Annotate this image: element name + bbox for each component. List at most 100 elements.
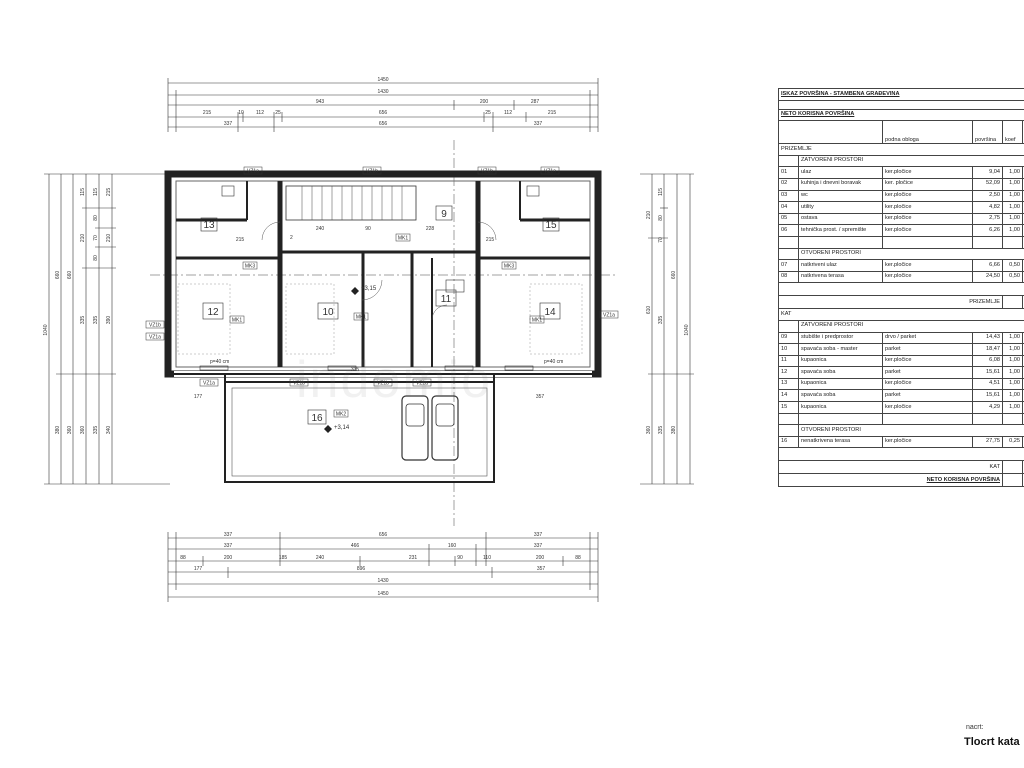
dim-bot-1430: 1430 (377, 578, 388, 584)
dim-bot-200a: 200 (224, 555, 233, 561)
dim-top-112a: 112 (256, 110, 264, 116)
row-name: ulaz (798, 166, 883, 179)
table-row: 11 kupaonica ker.pločice 6,08 1,00 (778, 354, 1024, 368)
row-floor: ker.pločice (882, 354, 973, 368)
area-schedule-table: ISKAZ POVRŠINA - STAMBENA GRAĐEVINA NETO… (777, 88, 1024, 488)
ground-total-label: PRIZEMLJE (778, 295, 1003, 310)
dim-sill-right: p=40 cm (544, 359, 563, 365)
dim-right-115: 115 (658, 188, 664, 196)
dim-left-380: 380 (55, 426, 61, 435)
table-row: 03 wc ker.pločice 2,50 1,00 (778, 189, 1024, 203)
row-floor: parket (882, 389, 973, 403)
door-tag: VZ1b (366, 169, 378, 175)
dim-top-215a: 215 (203, 110, 212, 116)
element-tags: VZ1a VZ1b VZ1b VZ1a VZ1b VZ1a VZ1a VZ1a … (149, 169, 615, 418)
room-numbers: 9 10 11 12 13 14 15 16 (200, 205, 561, 425)
dim-top-656a: 656 (379, 110, 388, 116)
row-name: spavaća soba (798, 366, 883, 379)
row-area: 4,29 (972, 401, 1003, 414)
row-name: spavaća soba (798, 389, 883, 403)
dim-top-656b: 656 (379, 121, 388, 127)
row-no: 04 (778, 201, 799, 214)
row-name: spavaća soba - master (798, 343, 883, 356)
small-dimensions: 215 240 90 228 215 335 177 357 p=40 cm p… (194, 226, 564, 400)
subsection-open: OTVORENI PROSTORI (797, 247, 1024, 261)
column-headers: podna obloga površina koef (778, 120, 1024, 145)
row-koef: 1,00 (1002, 343, 1023, 356)
row-floor: parket (882, 366, 973, 379)
mk2-tag: MK2 (336, 412, 347, 418)
dim-left-80a: 80 (93, 215, 99, 221)
row-koef: 1,00 (1002, 189, 1023, 203)
table-row: 01 ulaz ker.pločice 9,04 1,00 (778, 166, 1024, 179)
row-no: 05 (778, 212, 799, 226)
dim-bot-896: 896 (357, 566, 366, 572)
door-tag: VZ1b (481, 169, 493, 175)
row-koef: 0,25 (1002, 435, 1023, 449)
dim-top-1450: 1450 (377, 77, 388, 83)
dim-right-80: 80 (658, 215, 664, 221)
room-13-label: 13 (203, 220, 215, 231)
table-row: 13 kupaonica ker.pločice 4,51 1,00 (778, 377, 1024, 391)
table-row: 02 kuhinja i dnevni boravak ker. pločice… (778, 177, 1024, 191)
row-koef: 0,50 (1002, 270, 1023, 284)
dim-right-660: 660 (671, 271, 677, 280)
row-floor: drvo / parket (882, 331, 973, 345)
mk1-tag: MK1 (532, 318, 543, 324)
dim-bot-90: 90 (457, 555, 463, 561)
door-tag: VZ1b (377, 381, 389, 387)
dim-bot-88b: 88 (575, 555, 581, 561)
window-tag: VZ1a (544, 169, 556, 175)
dim-small-357: 357 (536, 394, 545, 400)
row-name: kupaonica (798, 401, 883, 414)
level-mark-terrace: +3,14 (334, 425, 350, 431)
dim-left-360a: 360 (67, 426, 73, 435)
dim-left-340: 340 (106, 426, 112, 435)
dim-left-115b: 115 (93, 188, 99, 196)
col-header-area: površina (972, 120, 1003, 145)
window-tag: VZ1a (203, 381, 215, 387)
dim-top-287: 287 (531, 99, 540, 105)
level-mark-upper: +3,15 (361, 286, 377, 292)
dim-top-1430: 1430 (377, 89, 388, 95)
row-koef: 1,00 (1002, 331, 1023, 345)
row-floor: ker.pločice (882, 224, 973, 237)
dim-bot-337c: 337 (224, 543, 233, 549)
row-no: 13 (778, 377, 799, 391)
window-tag: VZ1a (247, 169, 259, 175)
dim-small-228: 228 (426, 226, 435, 232)
row-floor: ker.pločice (882, 401, 973, 414)
dim-small-215a: 215 (236, 237, 245, 243)
dim-small-240: 240 (316, 226, 325, 232)
bottom-dimension-labels: 337 656 337 337 466 160 337 88 200 185 2… (180, 532, 581, 597)
table-title: ISKAZ POVRŠINA - STAMBENA GRAĐEVINA (777, 88, 1024, 101)
dim-left-360b: 360 (80, 426, 86, 435)
dim-left-660a: 660 (55, 271, 61, 280)
table-row: 10 spavaća soba - master parket 18,47 1,… (778, 343, 1024, 356)
dim-right-335a: 335 (658, 316, 664, 325)
row-koef: 1,00 (1002, 401, 1023, 414)
row-floor: ker.pločice (882, 435, 973, 449)
row-koef: 1,00 (1002, 377, 1023, 391)
row-name: stubište i predprostor (798, 331, 883, 345)
table-row: 07 natkriveni ulaz ker.pločice 6,66 0,50 (778, 259, 1024, 272)
row-floor: ker.pločice (882, 259, 973, 272)
title-block-value: Tlocrt kata (964, 736, 1020, 748)
room-9-label: 9 (441, 209, 447, 220)
row-koef: 1,00 (1002, 166, 1023, 179)
row-no: 01 (778, 166, 799, 179)
row-name: kupaonica (798, 377, 883, 391)
dim-sill-left: p=40 cm (210, 359, 229, 365)
dim-bot-337a: 337 (224, 532, 233, 538)
right-dimension-chains (640, 173, 694, 485)
row-floor: ker.pločice (882, 212, 973, 226)
row-area: 4,82 (972, 201, 1003, 214)
row-name: utility (798, 201, 883, 214)
row-area: 15,61 (972, 389, 1003, 403)
dim-bot-656: 656 (379, 532, 388, 538)
row-floor: ker.pločice (882, 270, 973, 284)
section-ground: PRIZEMLJE (777, 143, 1024, 156)
row-name: nenatkrivena terasa (798, 435, 883, 449)
table-row: 08 natkrivena terasa ker.pločice 24,50 0… (778, 270, 1024, 284)
row-name: wc (798, 189, 883, 203)
